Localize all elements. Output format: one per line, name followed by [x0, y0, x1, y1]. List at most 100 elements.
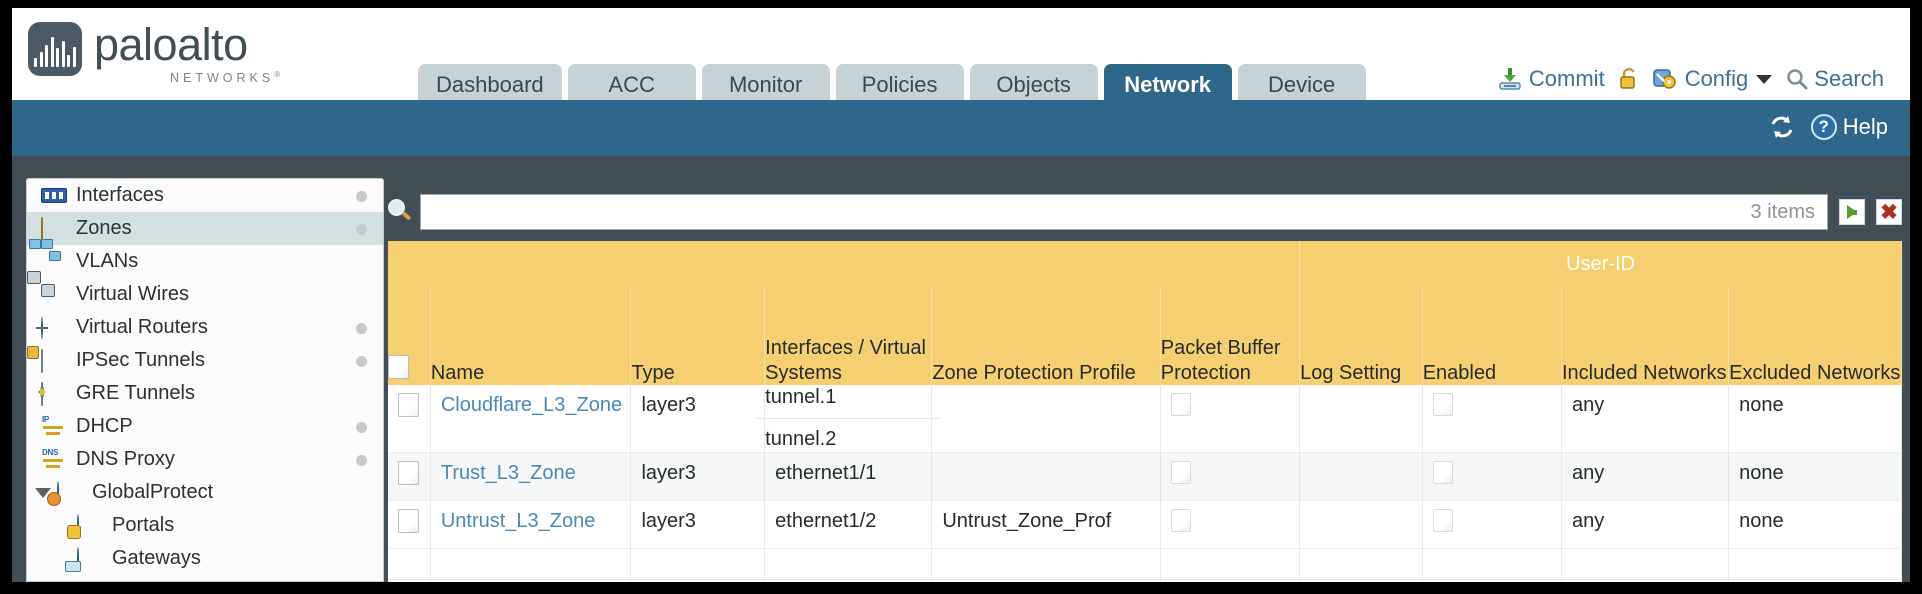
sidebar-item-label: IPSec Tunnels [76, 349, 205, 371]
commit-button[interactable]: Commit [1497, 66, 1605, 92]
tab-network[interactable]: Network [1103, 64, 1232, 106]
sidebar-item-dns-proxy[interactable]: DNS DNS Proxy [27, 443, 383, 476]
sidebar-item-portals[interactable]: Portals [27, 509, 383, 542]
group-header-spacer [388, 241, 1301, 287]
cell-zone-protection-profile [931, 385, 1161, 453]
group-header-row: User-ID [388, 241, 1902, 287]
expanded-triangle-icon[interactable] [35, 488, 51, 498]
refresh-icon[interactable] [1769, 115, 1795, 139]
row-select-cell [388, 385, 431, 453]
packet-buffer-protection-checkbox[interactable] [1170, 393, 1191, 416]
column-header-log-setting[interactable]: Log Setting [1299, 287, 1423, 385]
cell-type: layer3 [630, 452, 766, 501]
cell-log-setting [1299, 500, 1423, 549]
help-button[interactable]: ? Help [1810, 114, 1888, 140]
header-actions: Commit [1497, 66, 1884, 92]
zones-table-container: User-ID Name Type Interfaces / Virtual S… [388, 241, 1902, 582]
cell-interfaces: tunnel.1 tunnel.2 [755, 385, 942, 453]
userid-enabled-checkbox[interactable] [1432, 393, 1453, 416]
cell-excluded-networks: none [1728, 385, 1902, 453]
gre-tunnels-icon [41, 381, 67, 406]
cell-type: layer3 [630, 385, 766, 453]
sidebar-item-ipsec-tunnels[interactable]: IPSec Tunnels [27, 344, 383, 377]
cell-type: layer3 [630, 500, 766, 549]
userid-enabled-checkbox[interactable] [1432, 461, 1453, 484]
filler-cell [1299, 548, 1423, 580]
dhcp-icon: IP [41, 415, 67, 438]
packet-buffer-protection-checkbox[interactable] [1170, 509, 1191, 532]
column-header-userid-enabled[interactable]: Enabled [1422, 287, 1562, 385]
filler-cell [931, 548, 1161, 580]
zone-link[interactable]: Untrust_L3_Zone [440, 510, 596, 532]
row-checkbox[interactable] [398, 393, 419, 417]
sidebar-item-virtual-routers[interactable]: Virtual Routers [27, 311, 383, 344]
zone-link[interactable]: Trust_L3_Zone [440, 462, 576, 484]
column-header-packet-buffer-protection[interactable]: Packet Buffer Protection [1160, 287, 1301, 385]
cell-userid-enabled [1422, 385, 1562, 453]
column-header-excluded-networks[interactable]: Excluded Networks [1728, 287, 1902, 385]
sub-toolbar-actions: ? Help [1769, 114, 1888, 140]
sidebar-item-virtual-wires[interactable]: Virtual Wires [27, 270, 383, 311]
sidebar-item-label: DNS Proxy [76, 448, 175, 470]
filter-bar: 3 items ✖ [388, 193, 1902, 231]
select-all-checkbox[interactable] [388, 354, 409, 379]
status-dot [356, 356, 367, 367]
search-button[interactable]: Search [1786, 66, 1884, 92]
status-dot [356, 323, 367, 334]
clear-filter-button[interactable]: ✖ [1876, 199, 1902, 225]
sidebar-item-globalprotect[interactable]: GlobalProtect [27, 476, 383, 509]
unlock-button[interactable] [1619, 67, 1639, 91]
tab-dashboard[interactable]: Dashboard [418, 64, 562, 106]
cell-included-networks: any [1561, 385, 1730, 453]
main-navigation-tabs: Dashboard ACC Monitor Policies Objects N… [418, 64, 1366, 106]
sidebar-item-dhcp[interactable]: IP DHCP [27, 410, 383, 443]
items-count: 3 items [1750, 200, 1815, 223]
virtual-routers-icon [41, 315, 67, 340]
config-menu[interactable]: Config [1652, 66, 1773, 92]
cell-packet-buffer-protection [1160, 500, 1301, 549]
column-header-included-networks[interactable]: Included Networks [1561, 287, 1730, 385]
tab-monitor[interactable]: Monitor [701, 64, 830, 106]
sidebar-item-gre-tunnels[interactable]: GRE Tunnels [27, 377, 383, 410]
filler-cell [630, 548, 766, 580]
tab-device[interactable]: Device [1237, 64, 1366, 106]
cell-zone-protection-profile: Untrust_Zone_Prof [931, 500, 1161, 549]
sidebar-item-label: Interfaces [76, 184, 164, 206]
row-checkbox[interactable] [398, 461, 419, 485]
cell-packet-buffer-protection [1160, 385, 1301, 453]
zone-link[interactable]: Cloudflare_L3_Zone [440, 394, 623, 416]
tab-acc[interactable]: ACC [567, 64, 696, 106]
config-key-wrench-icon [1652, 67, 1679, 91]
tab-objects[interactable]: Objects [969, 64, 1098, 106]
filler-cell [1160, 548, 1301, 580]
cell-name: Cloudflare_L3_Zone [430, 385, 632, 453]
search-input[interactable]: 3 items [420, 194, 1828, 230]
cell-userid-enabled [1422, 500, 1562, 549]
sidebar-item-label: GlobalProtect [92, 481, 214, 503]
sidebar-item-label: VLANs [76, 250, 139, 272]
sidebar-item-interfaces[interactable]: Interfaces [27, 179, 383, 212]
apply-filter-button[interactable] [1839, 199, 1865, 225]
column-header-interfaces[interactable]: Interfaces / Virtual Systems [764, 287, 933, 385]
table-row[interactable]: Untrust_L3_Zone layer3 ethernet1/2 Untru… [388, 500, 1902, 549]
table-head: User-ID Name Type Interfaces / Virtual S… [388, 241, 1902, 385]
filler-cell [1561, 548, 1730, 580]
filler-cell [1422, 548, 1562, 580]
help-question-icon: ? [1810, 114, 1837, 140]
chevron-down-icon [1756, 74, 1773, 84]
packet-buffer-protection-checkbox[interactable] [1170, 461, 1191, 484]
column-header-type[interactable]: Type [630, 287, 766, 385]
userid-enabled-checkbox[interactable] [1432, 509, 1453, 532]
cell-packet-buffer-protection [1160, 452, 1301, 501]
table-row[interactable]: Trust_L3_Zone layer3 ethernet1/1 any non… [388, 452, 1902, 501]
tab-policies[interactable]: Policies [835, 64, 964, 106]
column-header-name[interactable]: Name [430, 287, 632, 385]
sidebar-item-zones[interactable]: Zones [27, 212, 383, 245]
sidebar-item-gateways[interactable]: Gateways [27, 542, 383, 575]
sidebar-item-label: Virtual Routers [76, 316, 208, 338]
sidebar-item-vlans[interactable]: VLANs [27, 238, 383, 278]
row-checkbox[interactable] [398, 509, 419, 533]
table-row[interactable]: Cloudflare_L3_Zone layer3 tunnel.1 tunne… [388, 385, 1902, 453]
column-header-zone-protection-profile[interactable]: Zone Protection Profile [931, 287, 1161, 385]
